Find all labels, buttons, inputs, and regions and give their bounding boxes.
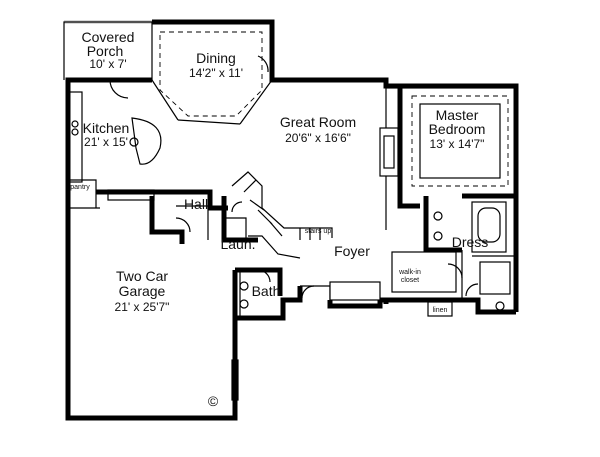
great-room-size: 20'6" x 16'6" — [285, 131, 351, 145]
fireplace — [379, 127, 399, 177]
hall-name: Hall — [184, 196, 208, 212]
foyer-name: Foyer — [334, 243, 370, 259]
dress-name: Dress — [452, 234, 489, 250]
garage-name-line1: Two Car — [116, 268, 168, 284]
dining-bay — [151, 31, 273, 125]
linen-label: linen — [433, 307, 448, 314]
master-bath-fixtures — [433, 207, 511, 311]
bath-fixtures — [239, 281, 249, 309]
dining-name: Dining — [196, 50, 236, 66]
master-tray-ceiling — [411, 95, 509, 187]
garage-window — [231, 359, 239, 401]
dining-size: 14'2" x 11' — [189, 66, 243, 80]
small-labels: pantry stairs up walk-in closet linen — [70, 184, 447, 314]
kitchen-name: Kitchen — [83, 120, 130, 136]
master-bedroom-name-line2: Bedroom — [429, 121, 486, 137]
exterior-walls — [63, 19, 519, 421]
room-labels: Covered Porch 10' x 7' Dining 14'2" x 11… — [82, 29, 489, 314]
pantry-label: pantry — [70, 184, 90, 191]
staircase — [231, 171, 333, 259]
walk-in-closet-label-line2: closet — [401, 277, 419, 284]
front-door — [329, 281, 381, 301]
master-bedroom-name-line1: Master — [436, 107, 479, 123]
walk-in-closet-label-line1: walk-in — [398, 269, 421, 276]
kitchen-counters — [67, 91, 155, 201]
covered-porch-name-line1: Covered — [82, 29, 135, 45]
laundry-name: Laun. — [220, 236, 255, 252]
garage-size: 21' x 25'7" — [115, 300, 170, 314]
stairs-up-label: stairs up — [305, 228, 332, 235]
great-room-name: Great Room — [280, 114, 356, 130]
covered-porch-name-line2: Porch — [87, 43, 124, 59]
garage-name-line2: Garage — [119, 283, 166, 299]
door-swings — [109, 55, 479, 299]
kitchen-size: 21' x 15' — [84, 135, 128, 149]
master-bedroom-size: 13' x 14'7" — [430, 137, 485, 151]
covered-porch-size: 10' x 7' — [89, 57, 126, 71]
copyright-mark: © — [208, 393, 219, 409]
kitchen-island — [129, 117, 162, 165]
bath-name: Bath — [252, 283, 281, 299]
interior-walls — [68, 86, 516, 318]
